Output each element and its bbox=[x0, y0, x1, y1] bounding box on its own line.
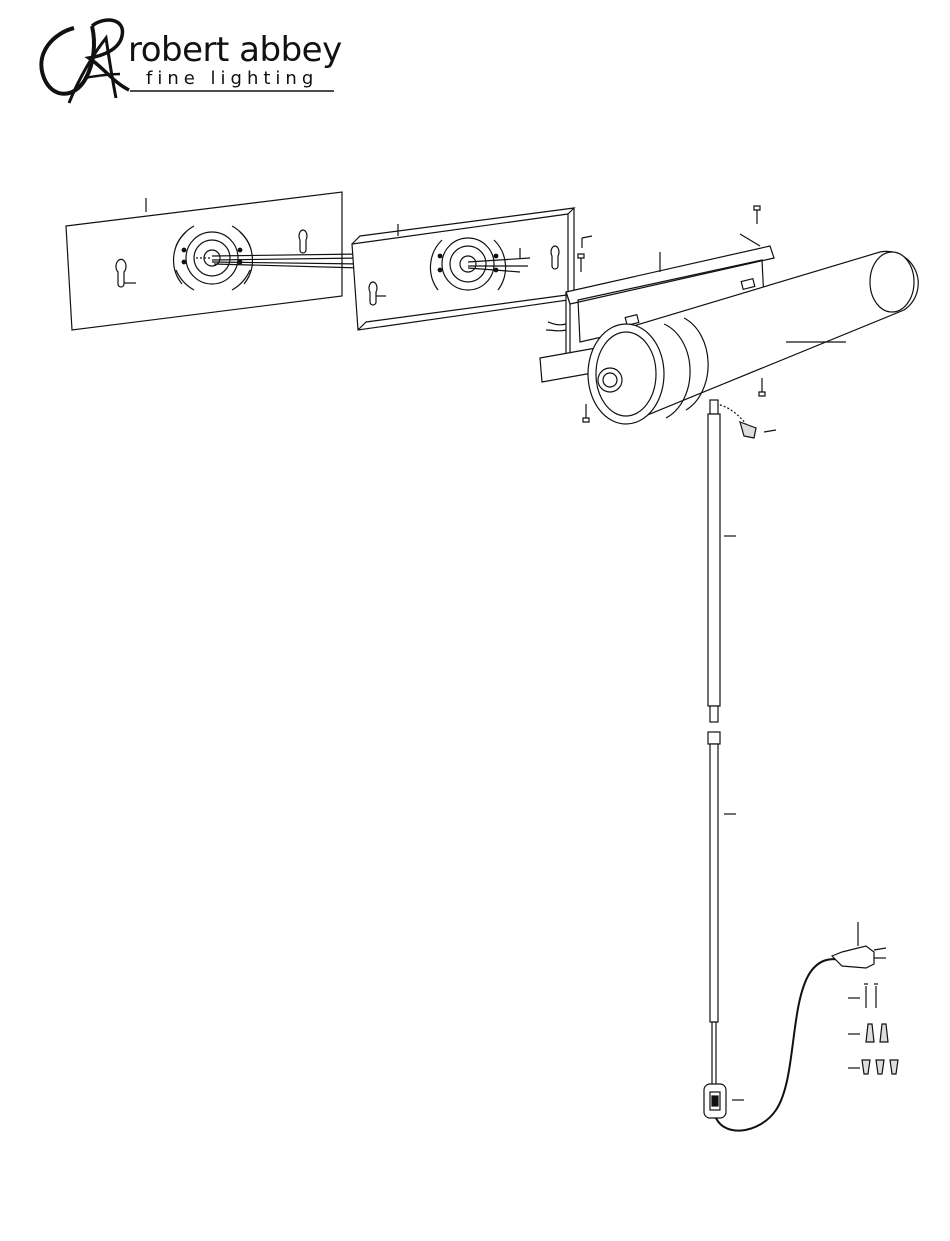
wire-nut-icon bbox=[716, 404, 776, 438]
long-screws-icon bbox=[848, 984, 878, 1008]
power-cord-icon bbox=[714, 959, 840, 1130]
cord-cover-icon bbox=[708, 400, 736, 722]
short-anchor-icon bbox=[848, 1060, 898, 1074]
plug-icon bbox=[832, 922, 886, 968]
anchor-icon bbox=[848, 1024, 888, 1042]
switch-icon bbox=[704, 1084, 744, 1118]
mounting-bracket-icon bbox=[352, 208, 574, 330]
wall-plate-icon bbox=[66, 192, 342, 330]
cord-cover-icon-lower bbox=[708, 732, 736, 1092]
